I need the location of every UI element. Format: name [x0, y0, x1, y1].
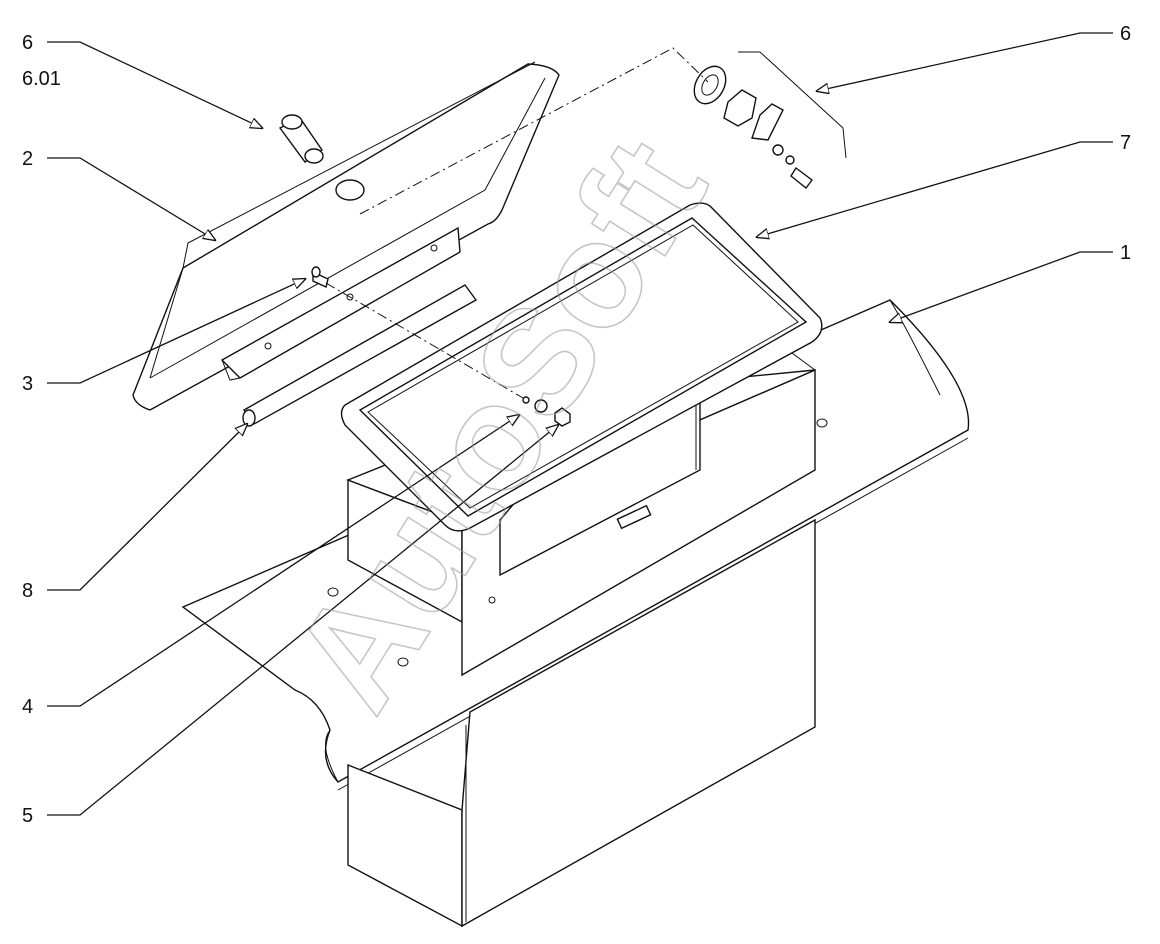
callout-2: 2 — [22, 148, 33, 170]
assembly-line-lock — [359, 47, 709, 215]
callout-6-right: 6 — [1120, 23, 1131, 45]
assembly-line-bolt — [325, 282, 524, 399]
callout-3: 3 — [22, 373, 33, 395]
callout-leaders — [47, 32, 1113, 816]
lid — [132, 61, 560, 411]
callout-7: 7 — [1120, 132, 1131, 154]
lock-cylinder — [278, 114, 324, 164]
lock-components — [693, 65, 813, 189]
callout-6-left: 6 — [22, 32, 33, 54]
seal-frame — [340, 202, 823, 532]
washer-nut — [522, 396, 571, 427]
callout-1: 1 — [1120, 242, 1131, 264]
callout-8: 8 — [22, 580, 33, 602]
bolt — [311, 266, 329, 288]
callout-6-01: 6.01 — [22, 68, 61, 90]
callout-4: 4 — [22, 696, 33, 718]
callout-5: 5 — [22, 805, 33, 827]
hinge-bracket — [220, 226, 461, 381]
